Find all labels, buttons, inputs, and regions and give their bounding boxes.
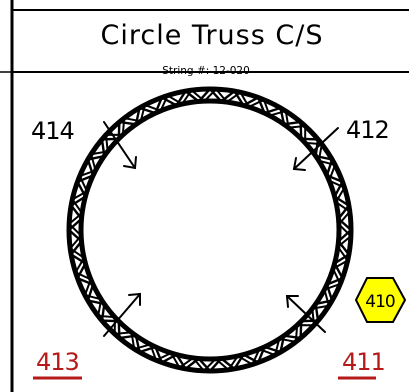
truss-lacing (67, 87, 352, 373)
arrow-top-right (292, 127, 339, 171)
label-top-left: 414 (31, 117, 74, 145)
arrow-bottom-left (103, 292, 141, 337)
arrow-bottom-right (285, 295, 326, 333)
label-bottom-left: 413 (36, 348, 79, 376)
hexagon-badge-label: 410 (365, 292, 395, 312)
string-number-label: String #: 12-020 (162, 65, 250, 77)
label-bottom-right: 411 (342, 348, 385, 376)
circle-truss (66, 86, 354, 374)
label-top-right: 412 (346, 116, 389, 144)
arrow-top-left (103, 121, 137, 170)
hexagon-badge: 410 (354, 277, 407, 323)
page-title: Circle Truss C/S (101, 20, 324, 51)
truss-inner-chord (78, 98, 342, 362)
hexagon-shape (354, 277, 407, 323)
truss-lacing-zigzag-offset (67, 87, 352, 373)
truss-lacing-zigzag (67, 87, 352, 373)
direction-arrows (103, 121, 339, 337)
